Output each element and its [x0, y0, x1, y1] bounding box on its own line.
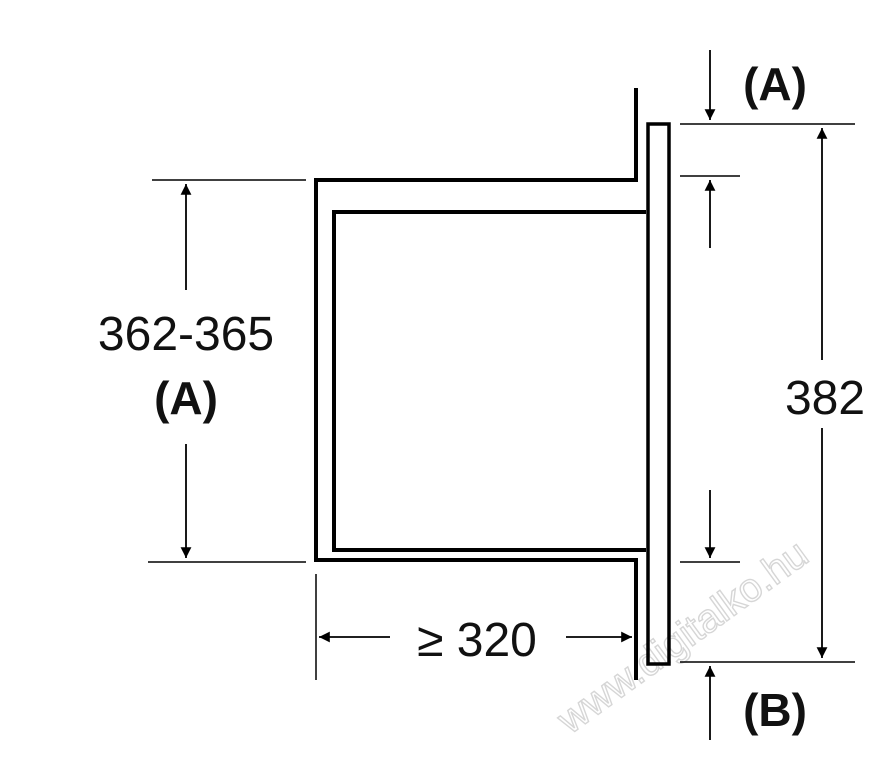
height-range-label: 362-365: [98, 308, 274, 361]
bottom-code-label: (B): [743, 684, 807, 736]
appliance-body: [332, 210, 646, 552]
top-code-label: (A): [743, 58, 807, 110]
height-code-label: (A): [154, 372, 218, 424]
cabinet-outline: [314, 88, 638, 680]
total-height-label: 382: [785, 372, 865, 425]
extension-lines: [148, 123, 855, 680]
depth-label: ≥ 320: [417, 614, 537, 667]
front-frame: [646, 122, 671, 666]
